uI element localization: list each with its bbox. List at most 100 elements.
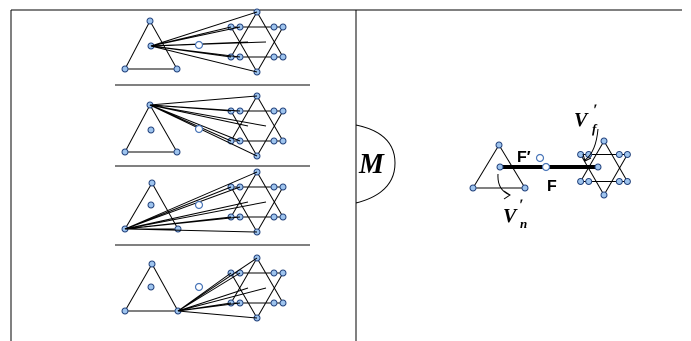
panel-2-fan-edge	[149, 104, 249, 127]
arrowhead-f	[582, 153, 592, 162]
panel-1-fan-edge	[150, 41, 267, 47]
panel-3-hollow-marker	[194, 200, 204, 210]
panel-2-star-node	[279, 107, 287, 115]
panel-2-triangle-node	[121, 148, 129, 156]
panel-3-triangle-inner-node	[147, 201, 155, 209]
right-edge-endpoint-node	[594, 163, 602, 171]
panel-3-star-edge	[256, 186, 284, 233]
label-V-n-superscript: ′	[519, 197, 524, 214]
panel-2-hollow-marker	[194, 124, 204, 134]
operator-label: M	[358, 149, 385, 180]
panel-3-triangle-edge	[151, 182, 179, 230]
right-star-node	[585, 151, 593, 158]
panel-2	[121, 92, 287, 160]
right-star-node	[623, 151, 631, 158]
panel-3-star-node	[270, 213, 278, 221]
label-V-f-superscript: ′	[593, 102, 598, 119]
panel-2-triangle-node	[173, 148, 181, 156]
panel-4-triangle-node	[148, 260, 156, 268]
panel-4-triangle-inner-node	[147, 283, 155, 291]
panel-2-triangle-edge	[124, 104, 151, 153]
panel-3-fan-edge	[124, 201, 249, 230]
right-triangle-node	[495, 141, 503, 149]
arrowhead-n	[503, 190, 511, 200]
right-hollow-marker-F-prime	[535, 153, 545, 163]
panel-1-fan-edge	[150, 45, 232, 58]
panel-4-fan-edge	[177, 272, 241, 312]
right-star-node	[600, 137, 608, 145]
panel-1-star-node	[270, 23, 278, 31]
label-V-n: V	[503, 205, 518, 227]
left-panel-frame	[10, 9, 357, 341]
panel-4-star-edge	[230, 272, 258, 319]
panel-4-fan-edge	[177, 287, 267, 312]
right-star-node	[600, 191, 608, 199]
panel-3-fan-edge	[124, 228, 258, 233]
right-star-node	[615, 178, 623, 185]
right-star-node	[585, 178, 593, 185]
panel-1-star-node	[279, 23, 287, 31]
right-star	[577, 137, 631, 199]
right-triangle-edge	[472, 144, 500, 189]
panel-4-fan-edge	[177, 272, 232, 312]
right-star-node	[577, 178, 585, 185]
panel-3-fan-edge	[124, 216, 232, 230]
panel-1-fan-edge	[150, 26, 241, 47]
label-V-n-subscript: n	[520, 216, 527, 231]
panel-1-hollow-marker	[194, 40, 204, 50]
panel-4-star-node	[270, 269, 278, 277]
right-panel-diagram: F′ F V ′ f V ′ n	[469, 102, 631, 231]
right-star-node	[623, 178, 631, 185]
panel-1-star-node	[270, 53, 278, 61]
label-V-f-subscript: f	[592, 121, 598, 136]
panel-2-triangle-edge	[149, 104, 178, 153]
panel-3	[121, 168, 287, 236]
panel-1-star-node	[279, 53, 287, 61]
panel-separators	[115, 84, 310, 246]
panel-2-fan-edge	[149, 104, 241, 112]
panel-2-star-node	[270, 137, 278, 145]
panel-3-star-edge	[230, 171, 258, 218]
panel-3-fan-edge	[124, 171, 258, 230]
panel-3-fan-edge	[124, 186, 241, 230]
panel-3-triangle-node	[174, 225, 182, 233]
panel-3-triangle-node	[148, 179, 156, 187]
right-triangle-node	[521, 184, 529, 192]
panel-3-star-edge	[256, 171, 284, 218]
panel-1-star-edge	[256, 26, 284, 73]
right-edge-endpoint-node	[496, 163, 504, 171]
label-F: F	[547, 178, 557, 195]
right-star-edge	[603, 140, 628, 182]
panel-1-triangle-node	[121, 65, 129, 73]
panel-4	[121, 254, 287, 322]
left-panels	[121, 8, 287, 322]
panel-1-triangle-node	[173, 65, 181, 73]
panel-4-triangle-edge	[124, 263, 153, 312]
curved-arrow-n	[497, 173, 511, 196]
panel-1-star-edge	[230, 26, 258, 73]
panel-4-fan-edge	[177, 302, 232, 312]
panel-2-star-edge	[230, 110, 258, 157]
panel-3-star-edge	[230, 186, 258, 233]
right-star-edge	[580, 154, 605, 196]
panel-3-triangle-edge	[124, 182, 153, 230]
panel-1-star-edge	[230, 11, 258, 58]
panel-4-fan-edge	[177, 310, 258, 319]
panel-2-star-edge	[256, 110, 284, 157]
panel-4-hollow-marker	[194, 282, 204, 292]
panel-4-fan-edge	[177, 287, 249, 312]
panel-3-star-node	[270, 183, 278, 191]
panel-1-star-edge	[256, 11, 284, 58]
label-V-f: V	[574, 109, 589, 131]
panel-2-fan-edge	[149, 104, 258, 157]
panel-3-star-node	[279, 213, 287, 221]
panel-3-fan-edge	[124, 201, 267, 230]
panel-3-fan-edge	[124, 186, 232, 230]
curved-arrow-f	[584, 128, 599, 161]
panel-4-triangle-edge	[151, 263, 179, 312]
label-F-prime: F′	[517, 149, 531, 166]
panel-1-triangle-node	[146, 17, 154, 25]
panel-2-fan-edge	[149, 104, 241, 142]
panel-4-star-node	[279, 269, 287, 277]
